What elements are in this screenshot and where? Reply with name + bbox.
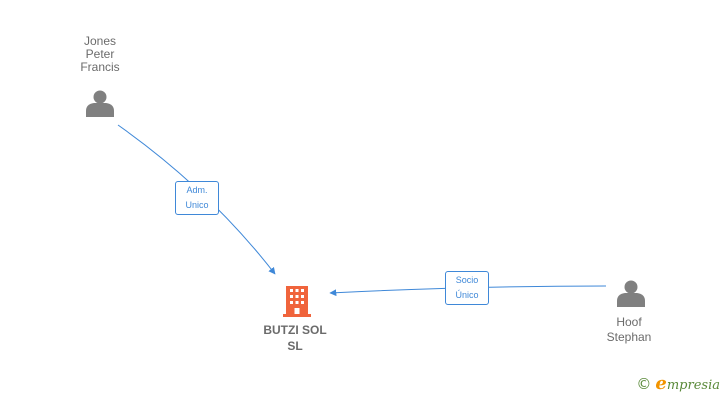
name-line: Jones <box>83 34 117 48</box>
copyright-icon: © <box>636 375 652 393</box>
edge-label-line: Unico <box>185 200 209 210</box>
brand-letter: e <box>655 373 667 394</box>
name-line: Francis <box>80 60 120 74</box>
person-label-hoof: Hoof Stephan <box>589 315 669 345</box>
person-icon[interactable] <box>86 90 114 118</box>
name-line: Peter <box>85 47 115 61</box>
building-icon[interactable] <box>283 286 311 317</box>
name-line: BUTZI SOL <box>263 323 327 337</box>
person-label-jones: Jones Peter Francis <box>60 35 140 74</box>
edge-label-socio-unico[interactable]: Socio Único <box>445 271 489 305</box>
company-label-butzi: BUTZI SOL SL <box>245 322 345 354</box>
edge-label-adm-unico[interactable]: Adm. Unico <box>175 181 219 215</box>
name-line: Stephan <box>606 330 652 344</box>
person-icon[interactable] <box>617 280 645 308</box>
edge-label-line: Único <box>455 290 479 300</box>
brand-name: mpresia <box>666 378 720 393</box>
edge-label-line: Adm. <box>186 185 208 195</box>
empresia-watermark: ©empresia <box>636 373 720 394</box>
edge-label-line: Socio <box>455 275 479 285</box>
name-line: SL <box>287 339 303 353</box>
name-line: Hoof <box>616 315 642 329</box>
